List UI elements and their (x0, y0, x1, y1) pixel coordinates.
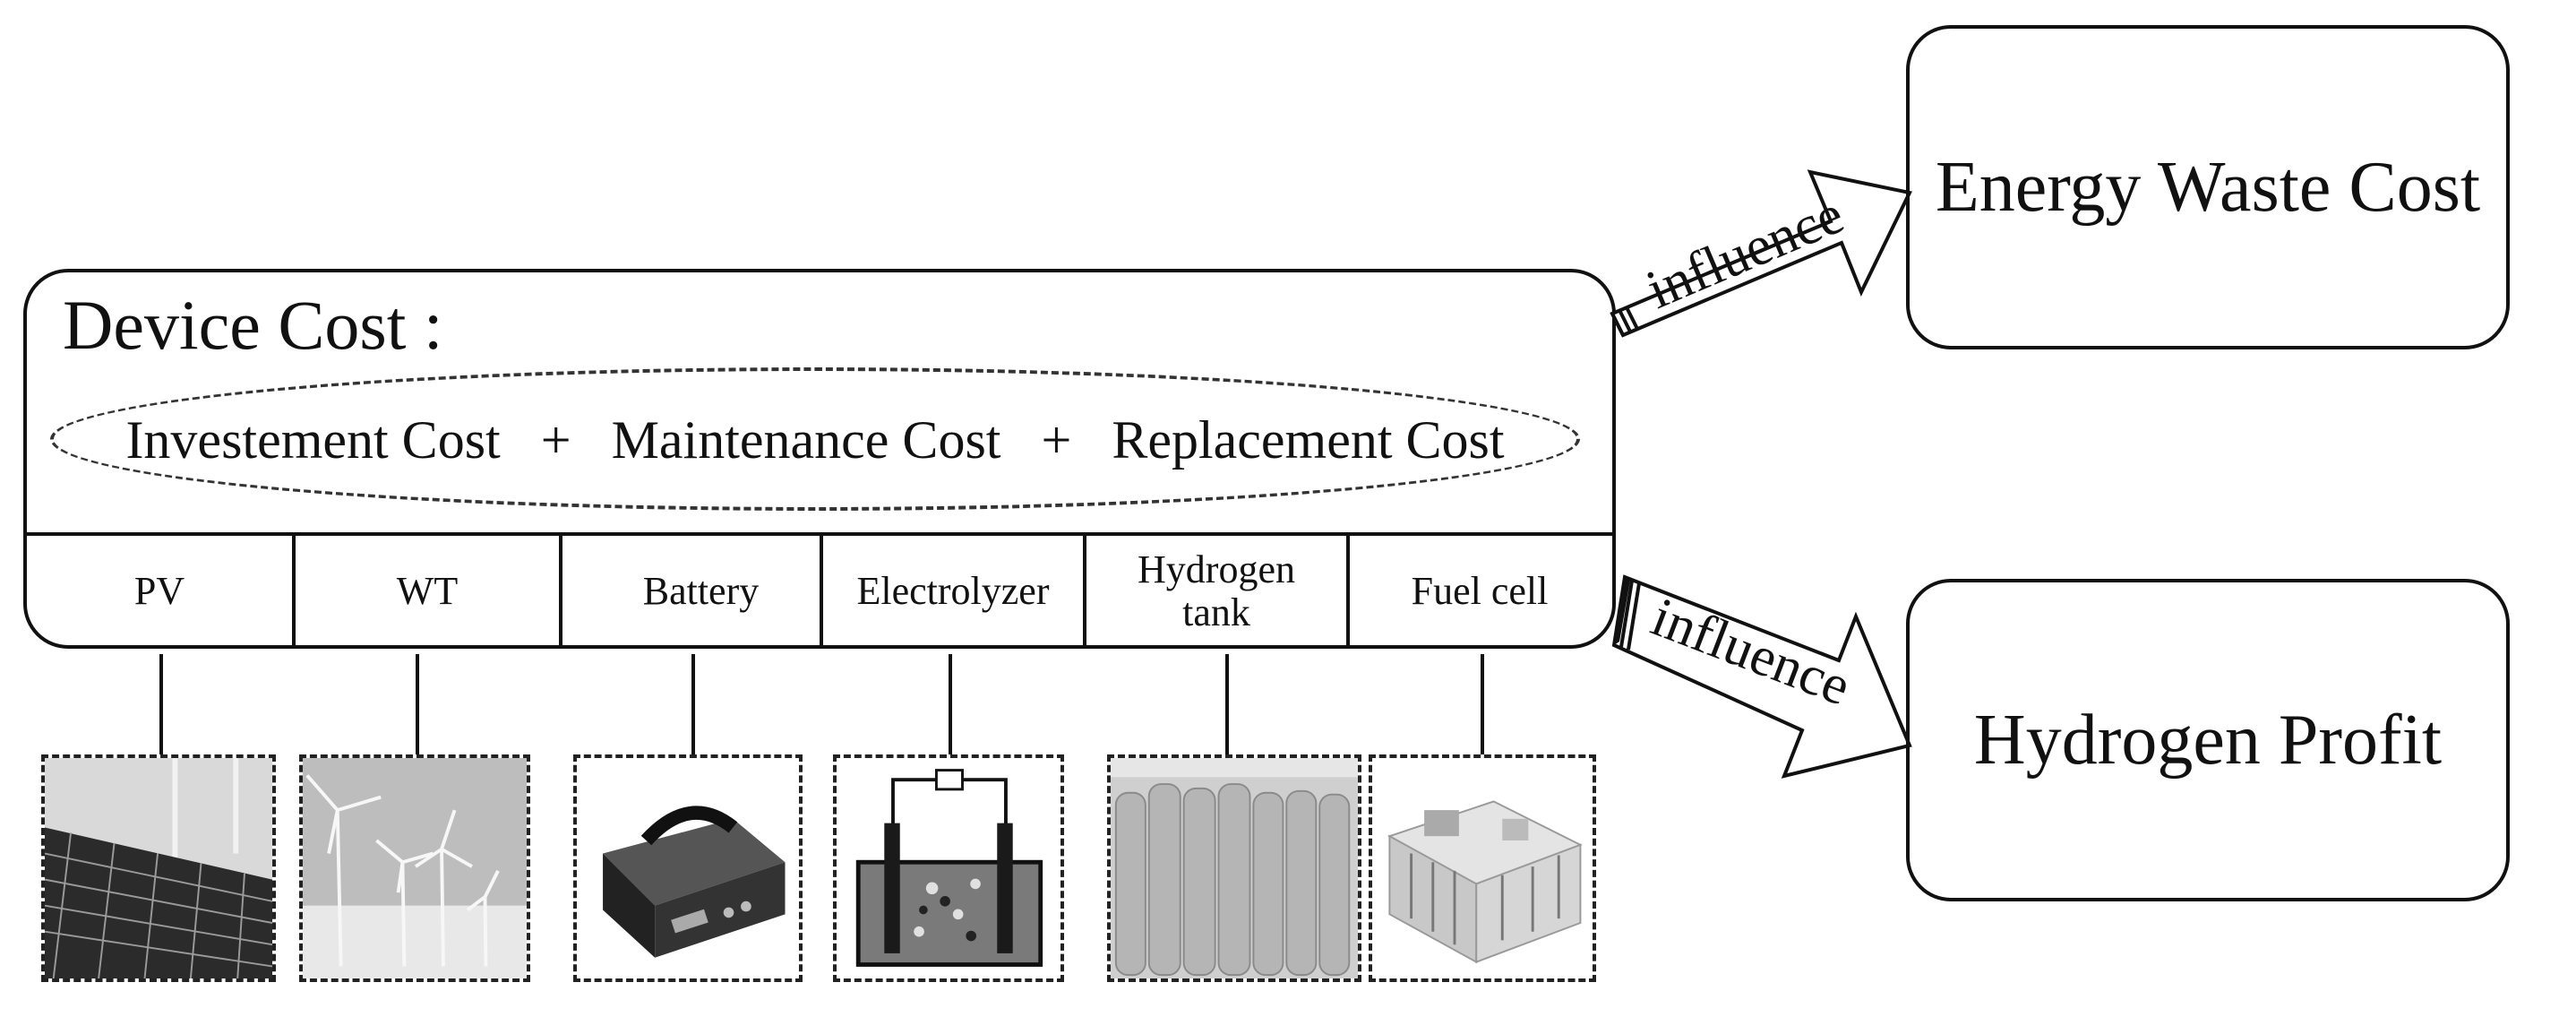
plus-sign: + (1041, 410, 1072, 470)
device-label-electrolyzer: Electrolyzer (856, 569, 1050, 613)
device-label-wt: WT (396, 569, 459, 613)
investment-cost-label: Investement Cost (125, 410, 501, 470)
connector-line (416, 654, 419, 754)
device-label-hydrogen-tank: Hydrogen tank (1138, 547, 1295, 634)
connector-line (949, 654, 952, 754)
influence-label-top: influence (1638, 184, 1852, 321)
connector-line (691, 654, 695, 754)
cost-components: Investement Cost + Maintenance Cost + Re… (54, 400, 1576, 480)
connector-line (159, 654, 163, 754)
replacement-cost-label: Replacement Cost (1112, 410, 1505, 470)
cell-separator (1083, 534, 1086, 649)
device-cost-title: Device Cost : (63, 286, 443, 364)
cell-separator (559, 534, 562, 649)
wind-turbine-icon (299, 754, 530, 982)
hydrogen-tank-icon (1107, 754, 1361, 982)
device-label-fuel-cell: Fuel cell (1411, 569, 1549, 613)
device-label-battery: Battery (642, 569, 760, 613)
solar-panel-icon (41, 754, 276, 982)
cost-components-oval (50, 367, 1580, 511)
battery-icon (573, 754, 803, 982)
cell-separator (820, 534, 823, 649)
influence-arrow-top: influence (1610, 169, 1912, 338)
influence-arrow-bottom: influence (1611, 574, 1912, 779)
fuel-cell-icon (1369, 754, 1596, 982)
cell-separator (292, 534, 296, 649)
plus-sign: + (540, 410, 571, 470)
hydrogen-profit-box: Hydrogen Profit (1906, 579, 2510, 901)
connector-line (1225, 654, 1229, 754)
electrolyzer-icon (833, 754, 1064, 982)
device-label-pv: PV (133, 569, 185, 613)
energy-waste-cost-box: Energy Waste Cost (1906, 25, 2510, 349)
connector-line (1481, 654, 1484, 754)
maintenance-cost-label: Maintenance Cost (611, 410, 1001, 470)
cell-separator (1346, 534, 1350, 649)
